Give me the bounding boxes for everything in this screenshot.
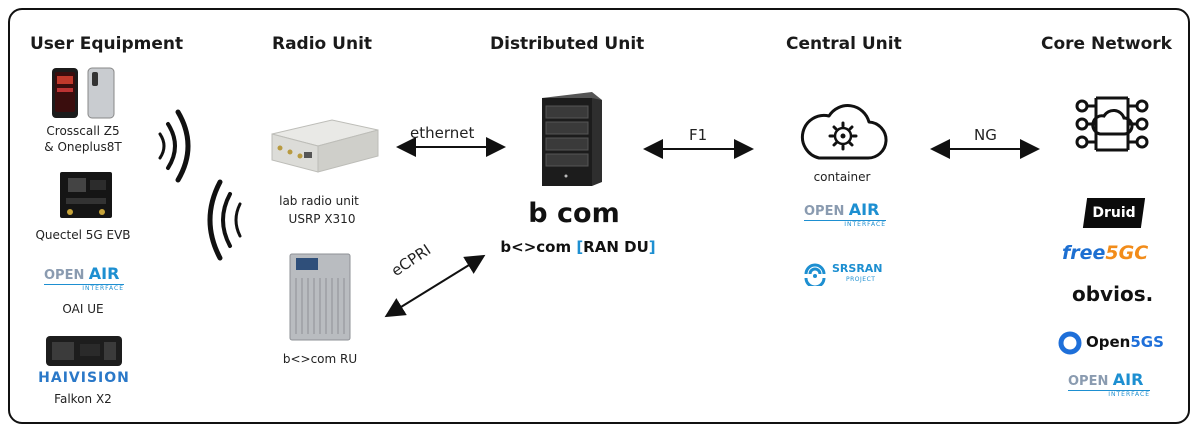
- oai-open-text: OPEN: [44, 268, 85, 283]
- druid-text: Druid: [1092, 205, 1136, 221]
- title-user-equipment: User Equipment: [30, 34, 184, 54]
- title-radio-unit: Radio Unit: [272, 34, 373, 54]
- du-name-main: RAN DU: [583, 238, 649, 256]
- du-bracket-open: [: [576, 238, 584, 256]
- quectel-board-icon: [60, 172, 112, 218]
- label-ethernet: ethernet: [410, 124, 475, 142]
- druid-logo: Druid: [1082, 198, 1146, 228]
- srsran-signal-icon: [804, 263, 826, 286]
- label-crosscall: Crosscall Z5: [46, 124, 120, 138]
- diagram-frame: [8, 8, 1190, 424]
- label-usrp-x310: USRP X310: [288, 212, 356, 226]
- label-oai-ue: OAI UE: [62, 302, 104, 316]
- haivision-device-icon: [46, 336, 122, 366]
- open5gs-5gs-text: 5GS: [1130, 333, 1164, 351]
- label-bcom-ru: b<>com RU: [282, 352, 358, 366]
- label-ng: NG: [974, 126, 997, 144]
- open5gs-open-text: Open: [1086, 333, 1131, 351]
- du-bracket-close: ]: [648, 238, 656, 256]
- oai-interface-text: INTERFACE: [44, 284, 124, 292]
- title-distributed-unit: Distributed Unit: [490, 34, 645, 54]
- title-central-unit: Central Unit: [786, 34, 902, 54]
- free5gc-logo: free5GC: [1062, 242, 1148, 264]
- wireless-signal-icon: [158, 109, 242, 261]
- oai-open-text: OPEN: [1068, 374, 1109, 389]
- usrp-device-icon: [271, 119, 379, 173]
- free5gc-free-text: free: [1062, 242, 1106, 264]
- oai-logo-ue: OPEN AIR INTERFACE: [44, 264, 124, 292]
- network-cloud-icon: [1075, 96, 1149, 152]
- oai-logo-core: OPEN AIR INTERFACE: [1068, 370, 1150, 398]
- bcom-logo: b com: [528, 198, 620, 229]
- obvios-logo: obvios.: [1072, 282, 1154, 306]
- smartphones-icon: [52, 67, 115, 119]
- oai-logo-cu: OPEN AIR INTERFACE: [804, 200, 886, 228]
- oai-air-text: AIR: [88, 264, 120, 283]
- bcom-ru-device-icon: [289, 253, 351, 341]
- open5gs-ring-icon: [1058, 331, 1082, 355]
- srsran-logo: SRSRAN PROJECT: [802, 258, 892, 288]
- label-lab-radio-unit: lab radio unit: [279, 194, 359, 208]
- oai-air-text: AIR: [1112, 370, 1144, 389]
- free5gc-5gc-text: 5GC: [1105, 242, 1149, 264]
- oai-air-text: AIR: [848, 200, 880, 219]
- oai-interface-text: INTERFACE: [804, 220, 886, 228]
- label-quectel: Quectel 5G EVB: [35, 228, 131, 242]
- open5gs-logo: Open5GS: [1058, 330, 1168, 356]
- label-falkon: Falkon X2: [54, 392, 112, 406]
- label-oneplus: & Oneplus8T: [44, 140, 122, 154]
- oai-interface-text: INTERFACE: [1068, 390, 1150, 398]
- srsran-project-text: PROJECT: [846, 276, 876, 283]
- du-name: b<>com [RAN DU]: [500, 238, 655, 256]
- du-name-prefix: b<>com: [500, 238, 572, 256]
- label-f1: F1: [689, 126, 708, 144]
- server-icon: [542, 92, 602, 186]
- srsran-text: SRSRAN: [832, 262, 883, 275]
- ecpri-link-arrow: [384, 254, 486, 318]
- haivision-logo: HAIVISION: [38, 370, 130, 386]
- label-container: container: [813, 170, 871, 184]
- cloud-gear-icon: [800, 104, 888, 160]
- oai-open-text: OPEN: [804, 204, 845, 219]
- title-core-network: Core Network: [1041, 34, 1172, 54]
- open5gs-text: Open5GS: [1086, 333, 1164, 351]
